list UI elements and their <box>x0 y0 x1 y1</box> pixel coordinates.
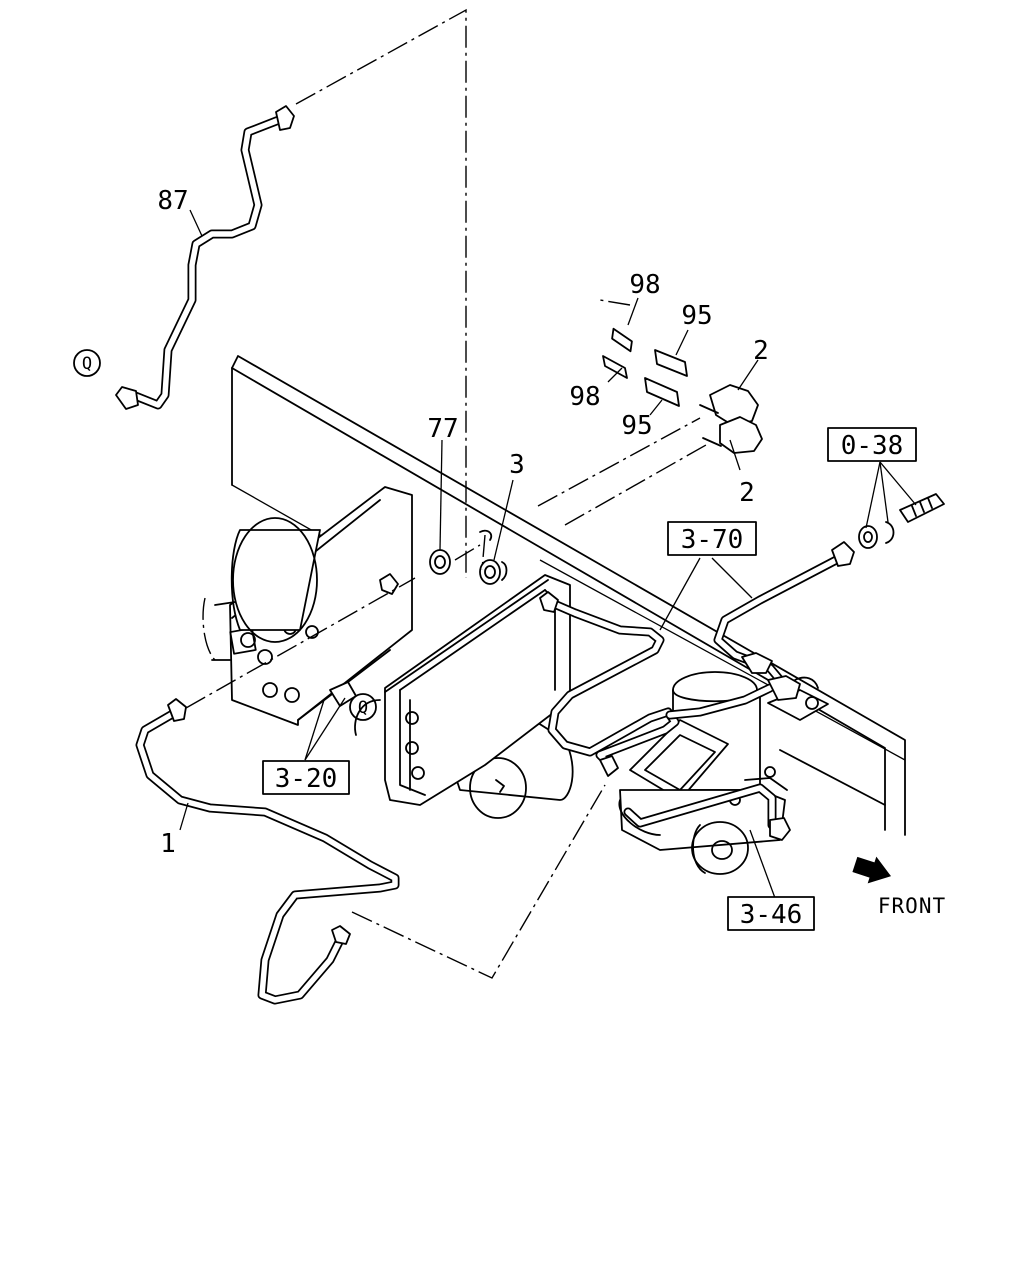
fittings-lower <box>602 355 763 454</box>
nut-77 <box>429 549 451 575</box>
air-dryer-assembly <box>618 671 788 875</box>
part-label-77[interactable]: 77 <box>427 414 458 444</box>
q-marker-label: Q <box>358 698 368 718</box>
leader-lines <box>185 8 707 979</box>
hardware-0-38 <box>858 493 945 549</box>
part-label-98-lower[interactable]: 98 <box>569 382 600 412</box>
part-label-87[interactable]: 87 <box>157 186 188 216</box>
part-label-95-lower[interactable]: 95 <box>621 411 652 441</box>
frame-rail <box>231 355 906 836</box>
q-marker-label: Q <box>82 354 92 374</box>
ref-box-label: 3-46 <box>740 900 803 930</box>
ref-box-3-46[interactable]: 3-46 <box>727 896 815 931</box>
pipe-3-70 <box>539 541 855 770</box>
part-label-3[interactable]: 3 <box>509 450 525 480</box>
fittings-upper <box>611 327 759 426</box>
part-label-95-upper[interactable]: 95 <box>681 301 712 331</box>
pipe-3-46 <box>623 783 791 841</box>
front-arrow-icon <box>852 856 892 884</box>
pipe-87 <box>115 105 295 410</box>
ref-box-3-70[interactable]: 3-70 <box>667 521 757 556</box>
front-direction-label: FRONT <box>878 894 946 918</box>
ref-box-label: 3-70 <box>681 525 744 555</box>
q-marker-upper: Q <box>73 349 101 377</box>
tank-bracket <box>354 574 571 806</box>
callout-leaders <box>179 209 917 899</box>
part-label-2-lower[interactable]: 2 <box>739 478 755 508</box>
part-label-98-upper[interactable]: 98 <box>629 270 660 300</box>
nut-3 <box>479 529 508 585</box>
air-tank-rear <box>202 517 321 661</box>
tank-fitting <box>329 573 619 777</box>
ref-box-label: 3-20 <box>275 764 338 794</box>
part-label-2-upper[interactable]: 2 <box>753 336 769 366</box>
ref-box-0-38[interactable]: 0-38 <box>827 427 917 462</box>
q-marker-lower: Q <box>349 693 377 721</box>
ref-box-label: 0-38 <box>841 431 904 461</box>
ref-box-3-20[interactable]: 3-20 <box>262 760 350 795</box>
part-label-1[interactable]: 1 <box>160 829 176 859</box>
pipe-1 <box>135 698 400 1005</box>
